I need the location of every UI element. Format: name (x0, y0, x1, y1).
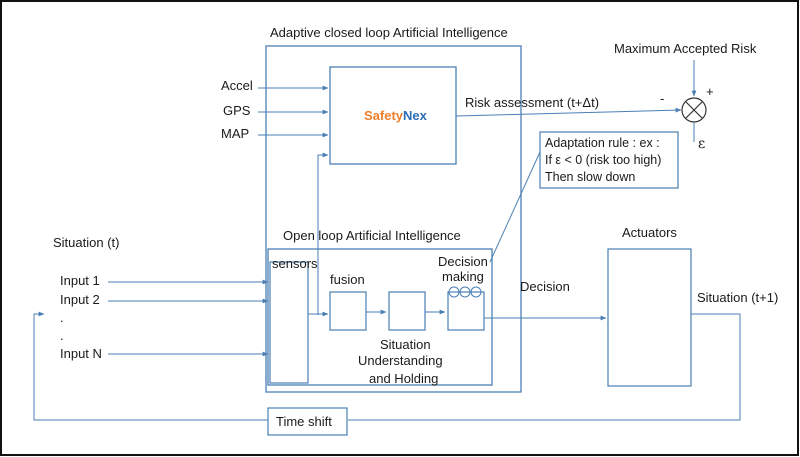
situation-understanding-box (388, 291, 426, 331)
arrow-fusion-to-safetynex (317, 152, 329, 315)
input-accel-label: Accel (221, 78, 253, 93)
adaptation-rule-box (539, 131, 679, 189)
fusion-box (329, 291, 367, 331)
situation-next-label: Situation (t+1) (697, 290, 778, 305)
decision-gear-icon-3 (470, 286, 482, 298)
comparator-cross-b (685, 101, 703, 119)
input-2-label: Input 2 (60, 292, 100, 307)
decision-making-line2: making (442, 269, 484, 284)
time-shift-label: Time shift (276, 414, 332, 429)
adaptation-rule-line3: Then slow down (545, 170, 635, 184)
sensors-box (269, 261, 309, 384)
max-risk-label: Maximum Accepted Risk (614, 41, 757, 56)
minus-sign: - (660, 91, 664, 106)
decision-making-line1: Decision (438, 254, 488, 269)
input-n-label: Input N (60, 346, 102, 361)
actuators-box (607, 248, 692, 387)
safetynex-logo: SafetyNex (364, 108, 428, 123)
input-map-label: MAP (221, 126, 249, 141)
actuators-label: Actuators (622, 225, 677, 240)
situation-t-label: Situation (t) (53, 235, 119, 250)
epsilon-label: ε (698, 136, 705, 152)
input-dot-2: . (60, 328, 64, 343)
situation-understanding-line2: Understanding (358, 353, 443, 368)
connector-rule-to-decision (489, 151, 541, 263)
fusion-label: fusion (330, 272, 365, 287)
risk-assessment-label: Risk assessment (t+Δt) (465, 95, 599, 110)
input-gps-label: GPS (223, 103, 251, 118)
situation-understanding-line1: Situation (380, 337, 431, 352)
adaptive-ai-title: Adaptive closed loop Artificial Intellig… (270, 25, 508, 40)
adaptive-ai-box (265, 45, 522, 393)
decision-gear-icon-2 (459, 286, 471, 298)
time-shift-box (267, 407, 348, 436)
adaptation-rule-line2: If ε < 0 (risk too high) (545, 153, 661, 167)
arrow-risk-to-comparator (455, 107, 682, 117)
feedback-line-right (348, 313, 741, 421)
decision-label: Decision (520, 279, 570, 294)
decision-making-box (447, 291, 485, 331)
feedback-line-left (33, 311, 268, 421)
situation-understanding-line3: and Holding (369, 371, 438, 386)
sensors-label: sensors (272, 256, 318, 271)
open-loop-ai-title: Open loop Artificial Intelligence (283, 228, 461, 243)
open-loop-ai-box (267, 248, 493, 386)
adaptation-rule-line1: Adaptation rule : ex : (545, 136, 660, 150)
decision-gear-icon-1 (448, 286, 460, 298)
plus-sign: + (706, 84, 714, 99)
input-dot-1: . (60, 310, 64, 325)
input-1-label: Input 1 (60, 273, 100, 288)
